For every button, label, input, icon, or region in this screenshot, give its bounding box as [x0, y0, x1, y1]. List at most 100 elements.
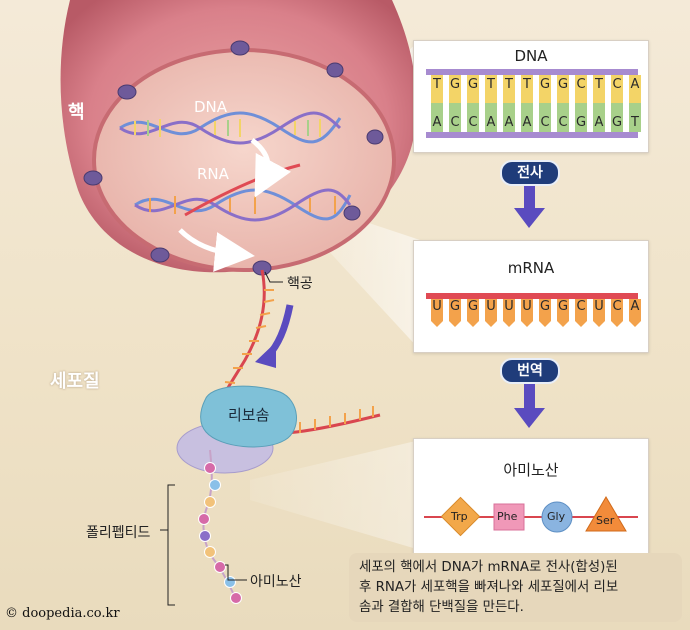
amino-acid-panel: 아미노산 Trp Phe Gly Ser	[413, 438, 649, 555]
mrna-base-7: G	[557, 299, 569, 314]
dna-rung-top-10	[611, 75, 623, 103]
dna-bottom-base-8: G	[575, 115, 587, 130]
mrna-base-11: A	[630, 299, 640, 314]
mrna-panel-title: mRNA	[507, 259, 555, 277]
dna-bottom-base-5: A	[522, 115, 532, 130]
transcription-badge: 전사	[500, 160, 560, 186]
caption-line-1: 세포의 핵에서 DNA가 mRNA로 전사(합성)된	[359, 560, 618, 575]
translation-badge: 번역	[500, 358, 560, 384]
credit: © doopedia.co.kr	[5, 606, 120, 621]
mrna-strand-bases	[217, 289, 275, 398]
gly-label: Gly	[547, 510, 566, 523]
mrna-base-9: U	[594, 299, 604, 314]
nuclear-pores	[83, 40, 384, 276]
polypeptide-beads	[198, 462, 242, 604]
mrna-base-2: G	[467, 299, 479, 314]
mrna-tooth-4	[503, 299, 515, 327]
dna-rung-bottom-9	[593, 103, 605, 132]
dna-rung-top-8	[575, 75, 587, 103]
rna-exit-arrow	[178, 228, 255, 272]
pore-leader	[264, 271, 283, 283]
mrna-tooth-2	[467, 299, 479, 327]
dna-bottom-base-1: C	[450, 115, 460, 130]
dna-panel-title: DNA	[514, 47, 548, 65]
dna-top-base-4: T	[505, 77, 513, 92]
dna-top-base-0: T	[433, 77, 441, 92]
dna-rung-top-7	[557, 75, 569, 103]
dna-bottom-base-11: T	[631, 115, 639, 130]
polypeptide-label: 폴리펩티드	[86, 525, 151, 541]
zoom-beam-amino	[250, 440, 420, 550]
amino-acid-chain	[424, 496, 638, 537]
dna-ladder	[426, 69, 641, 138]
dna-helix	[119, 111, 342, 145]
mrna-tooth-8	[575, 299, 587, 327]
caption-box: 세포의 핵에서 DNA가 mRNA로 전사(합성)된 후 RNA가 세포핵을 빠…	[349, 553, 682, 622]
polypeptide-bracket	[160, 484, 175, 606]
dna-rung-bottom-10	[611, 103, 623, 132]
dna-rung-bottom-1	[449, 103, 461, 132]
translation-arrowhead	[514, 408, 545, 428]
mrna-base-5: U	[522, 299, 532, 314]
dna-rung-top-6	[539, 75, 551, 103]
dna-bottom-base-3: A	[486, 115, 496, 130]
phe-shape	[493, 503, 525, 531]
dna-top-base-10: C	[612, 77, 622, 92]
dna-rung-bottom-3	[485, 103, 497, 132]
gly-shape	[541, 501, 573, 533]
caption-line-3: 솜과 결합해 단백질을 만든다.	[359, 600, 524, 615]
dna-bottom-base-4: A	[504, 115, 514, 130]
dna-rung-bottom-7	[557, 103, 569, 132]
mrna-tooth-10	[611, 299, 623, 327]
mrna-tooth-1	[449, 299, 461, 327]
dna-to-rna-arrow	[250, 138, 292, 198]
dna-rung-top-2	[467, 75, 479, 103]
dna-bottom-base-10: G	[611, 115, 623, 130]
mrna-base-10: C	[612, 299, 622, 314]
dna-rung-bottom-5	[521, 103, 533, 132]
mrna-tooth-5	[521, 299, 533, 327]
cytoplasm-label: 세포질	[50, 371, 100, 392]
dna-rung-bottom-2	[467, 103, 479, 132]
trp-label: Trp	[451, 510, 468, 523]
phe-label: Phe	[497, 510, 518, 523]
mrna-base-3: U	[486, 299, 496, 314]
mrna-tooth-7	[557, 299, 569, 327]
mrna-base-6: G	[539, 299, 551, 314]
dna-rung-top-5	[521, 75, 533, 103]
amino-acid-leader	[225, 564, 247, 581]
transcription-arrow-shaft	[524, 184, 535, 210]
nuclear-pore-label: 핵공	[287, 276, 313, 292]
trp-shape	[440, 496, 481, 537]
dna-bottom-base-9: A	[594, 115, 604, 130]
dna-top-base-6: G	[539, 77, 551, 92]
dna-bottom-base-7: C	[558, 115, 568, 130]
mrna-tooth-6	[539, 299, 551, 327]
dna-rung-top-4	[503, 75, 515, 103]
mrna-base-4: U	[504, 299, 514, 314]
mrna-strip	[426, 293, 641, 327]
mrna-tooth-11	[629, 299, 641, 327]
ser-shape	[585, 496, 627, 532]
mrna-tooth-0	[431, 299, 443, 327]
export-arrowhead	[255, 342, 276, 368]
dna-top-base-9: T	[595, 77, 603, 92]
mrna-base-0: U	[432, 299, 442, 314]
dna-top-base-1: G	[449, 77, 461, 92]
caption-line-2: 후 RNA가 세포핵을 빠져나와 세포질에서 리보	[359, 580, 619, 595]
transcription-arrowhead	[514, 208, 545, 228]
ser-label: Ser	[596, 514, 615, 527]
mrna-tooth-9	[593, 299, 605, 327]
dna-rung-top-11	[629, 75, 641, 103]
rna-label: RNA	[197, 165, 229, 183]
dna-rung-bottom-8	[575, 103, 587, 132]
mrna-through-ribosome-bases	[299, 406, 374, 433]
mrna-base-1: G	[449, 299, 461, 314]
dna-top-base-2: G	[467, 77, 479, 92]
nucleus-label: 핵	[68, 102, 85, 123]
dna-top-base-8: C	[576, 77, 586, 92]
ribosome-label: 리보솜	[228, 406, 270, 424]
